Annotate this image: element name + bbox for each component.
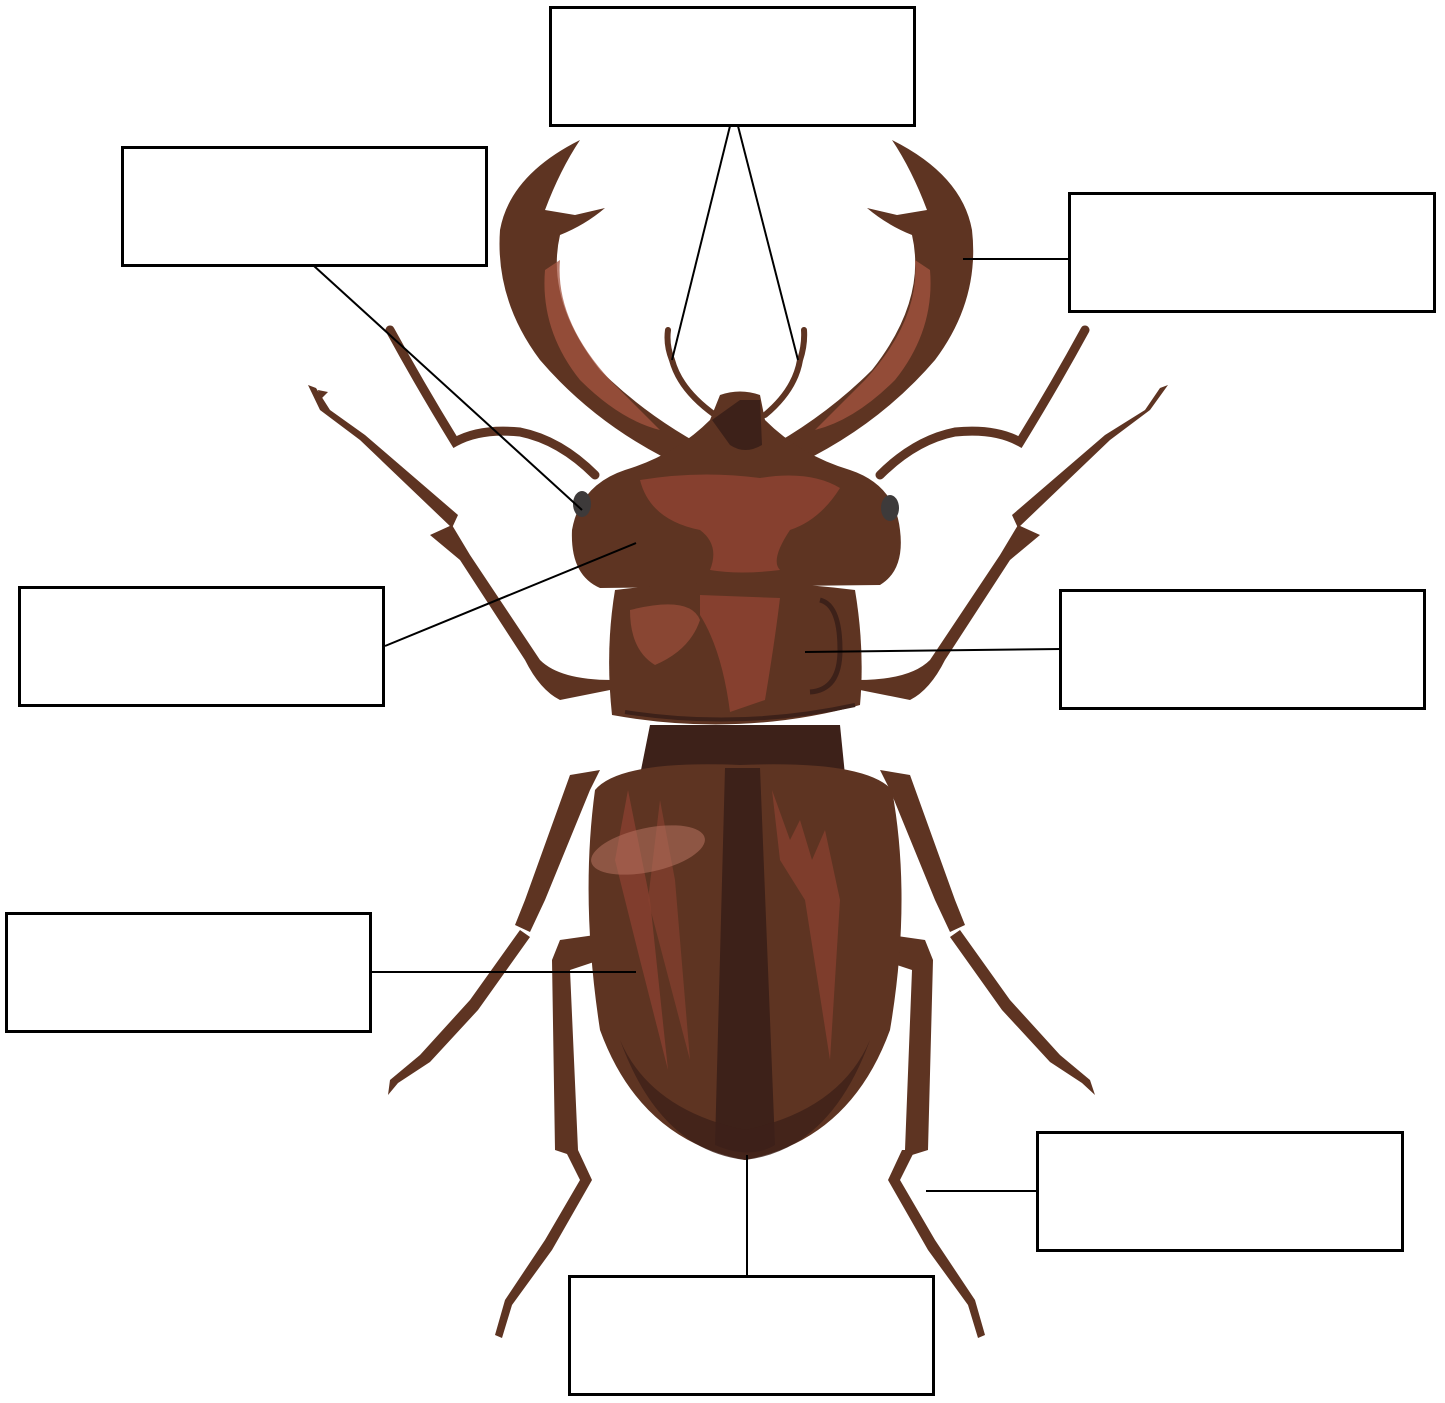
leader-antennae-right — [738, 126, 798, 360]
label-box-leg[interactable] — [1036, 1131, 1404, 1252]
left-mandible — [500, 140, 721, 470]
label-box-thorax[interactable] — [1059, 589, 1426, 710]
leader-antennae-left — [672, 126, 730, 360]
label-box-elytra[interactable] — [5, 912, 372, 1033]
right-eye — [881, 495, 899, 521]
label-box-head[interactable] — [18, 586, 385, 707]
label-box-antennae[interactable] — [549, 6, 916, 127]
label-box-abdomen[interactable] — [568, 1275, 935, 1396]
thorax-segment — [609, 583, 862, 725]
label-box-mandible[interactable] — [1068, 192, 1436, 313]
label-box-eye[interactable] — [121, 146, 488, 267]
elytra-segment — [587, 764, 902, 1160]
right-mandible — [755, 140, 973, 470]
